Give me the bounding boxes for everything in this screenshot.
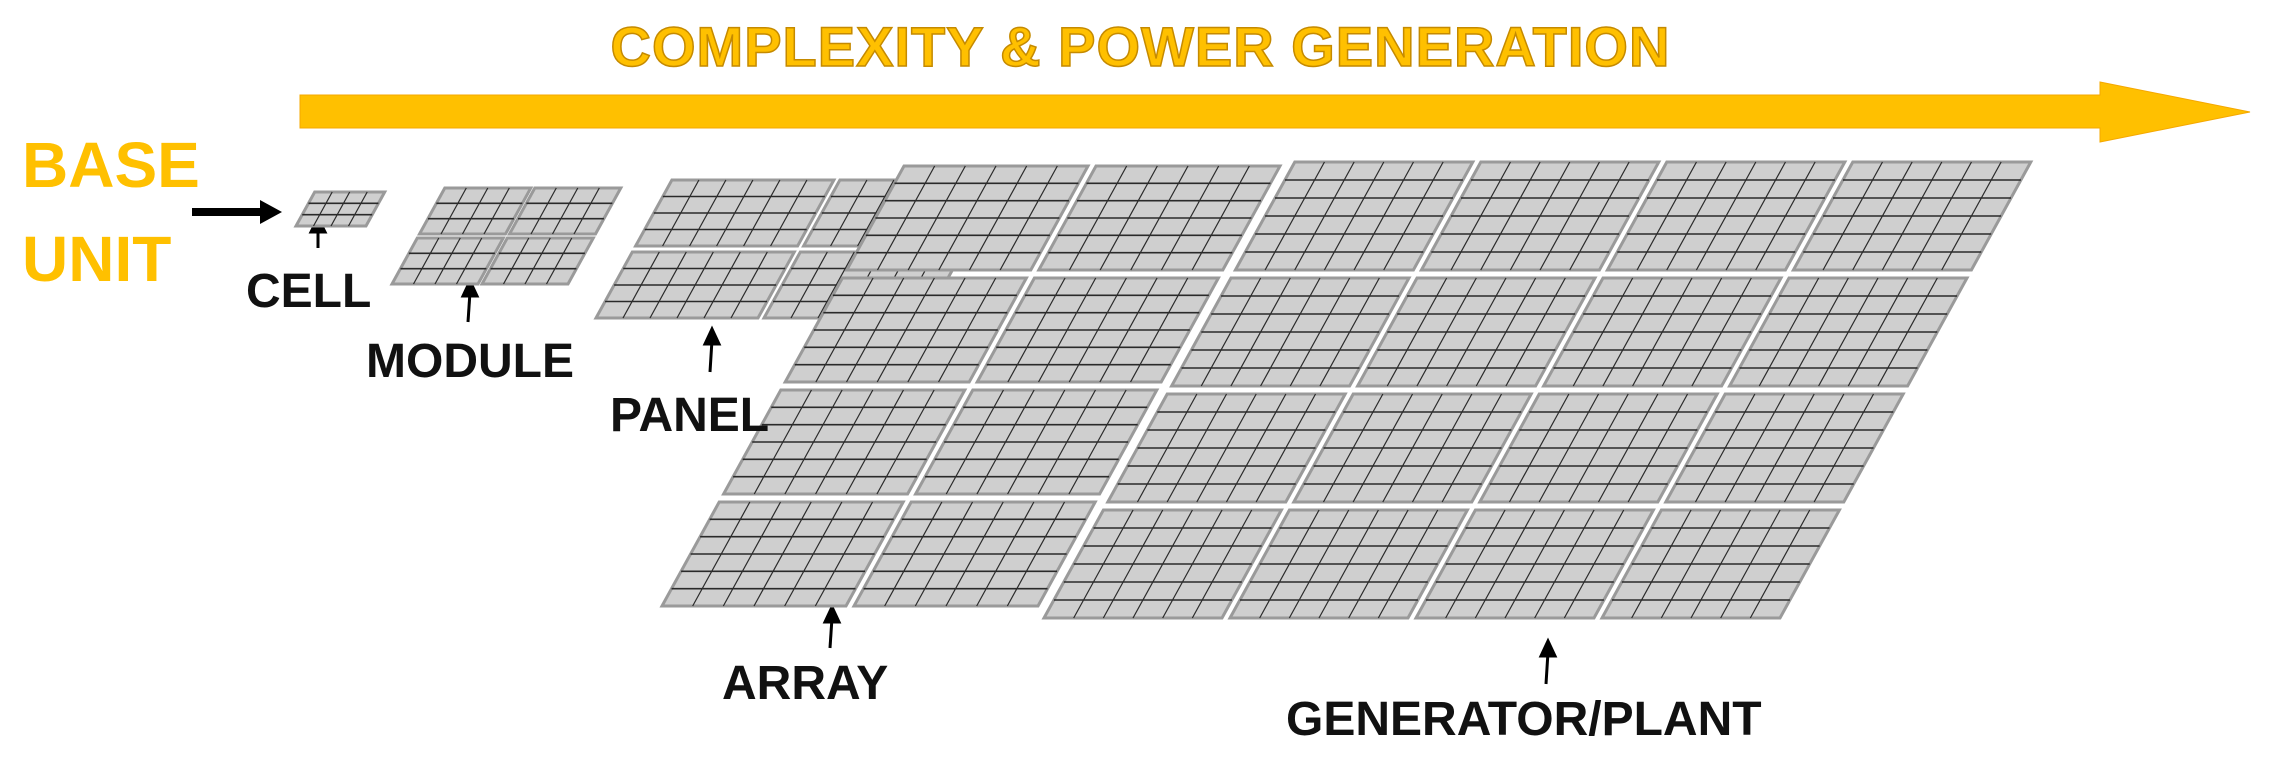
module-cell (506, 186, 624, 236)
generator-panel (1232, 160, 1476, 272)
generator-panel (1477, 392, 1720, 504)
base-label-line1: BASE (22, 129, 200, 201)
generator-panel (1169, 276, 1412, 388)
module-cell (479, 236, 596, 286)
array-panel (913, 388, 1160, 496)
array-panel (1036, 164, 1283, 272)
panel-label: PANEL (610, 389, 770, 442)
module-cell (389, 236, 506, 286)
array-panel (974, 276, 1221, 384)
generator-panel (1790, 160, 2034, 272)
array-panel (721, 388, 968, 496)
generator-panel (1105, 392, 1348, 504)
base-label-line2: UNIT (22, 223, 172, 295)
array-panel (782, 276, 1029, 384)
progression-arrow-shape (299, 81, 2251, 143)
progression-arrow (299, 81, 2251, 143)
array-panel (851, 500, 1098, 608)
generator-panel (1418, 160, 1662, 272)
generator-panel (1604, 160, 1848, 272)
generator-panel (1291, 392, 1534, 504)
panel-module (633, 178, 837, 248)
generator-plant-label: GENERATOR/PLANT (1286, 693, 1762, 746)
panel-module (593, 250, 797, 320)
base-unit-arrow (192, 200, 282, 224)
diagram-title: COMPLEXITY & POWER GENERATION (610, 14, 1671, 79)
module-label: MODULE (366, 335, 574, 388)
generator-panel (1599, 508, 1842, 620)
cell-graphic (293, 190, 388, 228)
generator-panel (1663, 392, 1906, 504)
generator-panel (1041, 508, 1284, 620)
array-panel (659, 500, 906, 608)
module-cell (416, 186, 534, 236)
generator-panel (1413, 508, 1656, 620)
solar-panel-layout (293, 160, 2034, 620)
generator-panel (1541, 276, 1784, 388)
array-panel (844, 164, 1091, 272)
array-label: ARRAY (722, 657, 889, 710)
generator-panel (1355, 276, 1598, 388)
generator-panel (1727, 276, 1970, 388)
generator-panel (1227, 508, 1470, 620)
cell-label: CELL (246, 265, 372, 318)
